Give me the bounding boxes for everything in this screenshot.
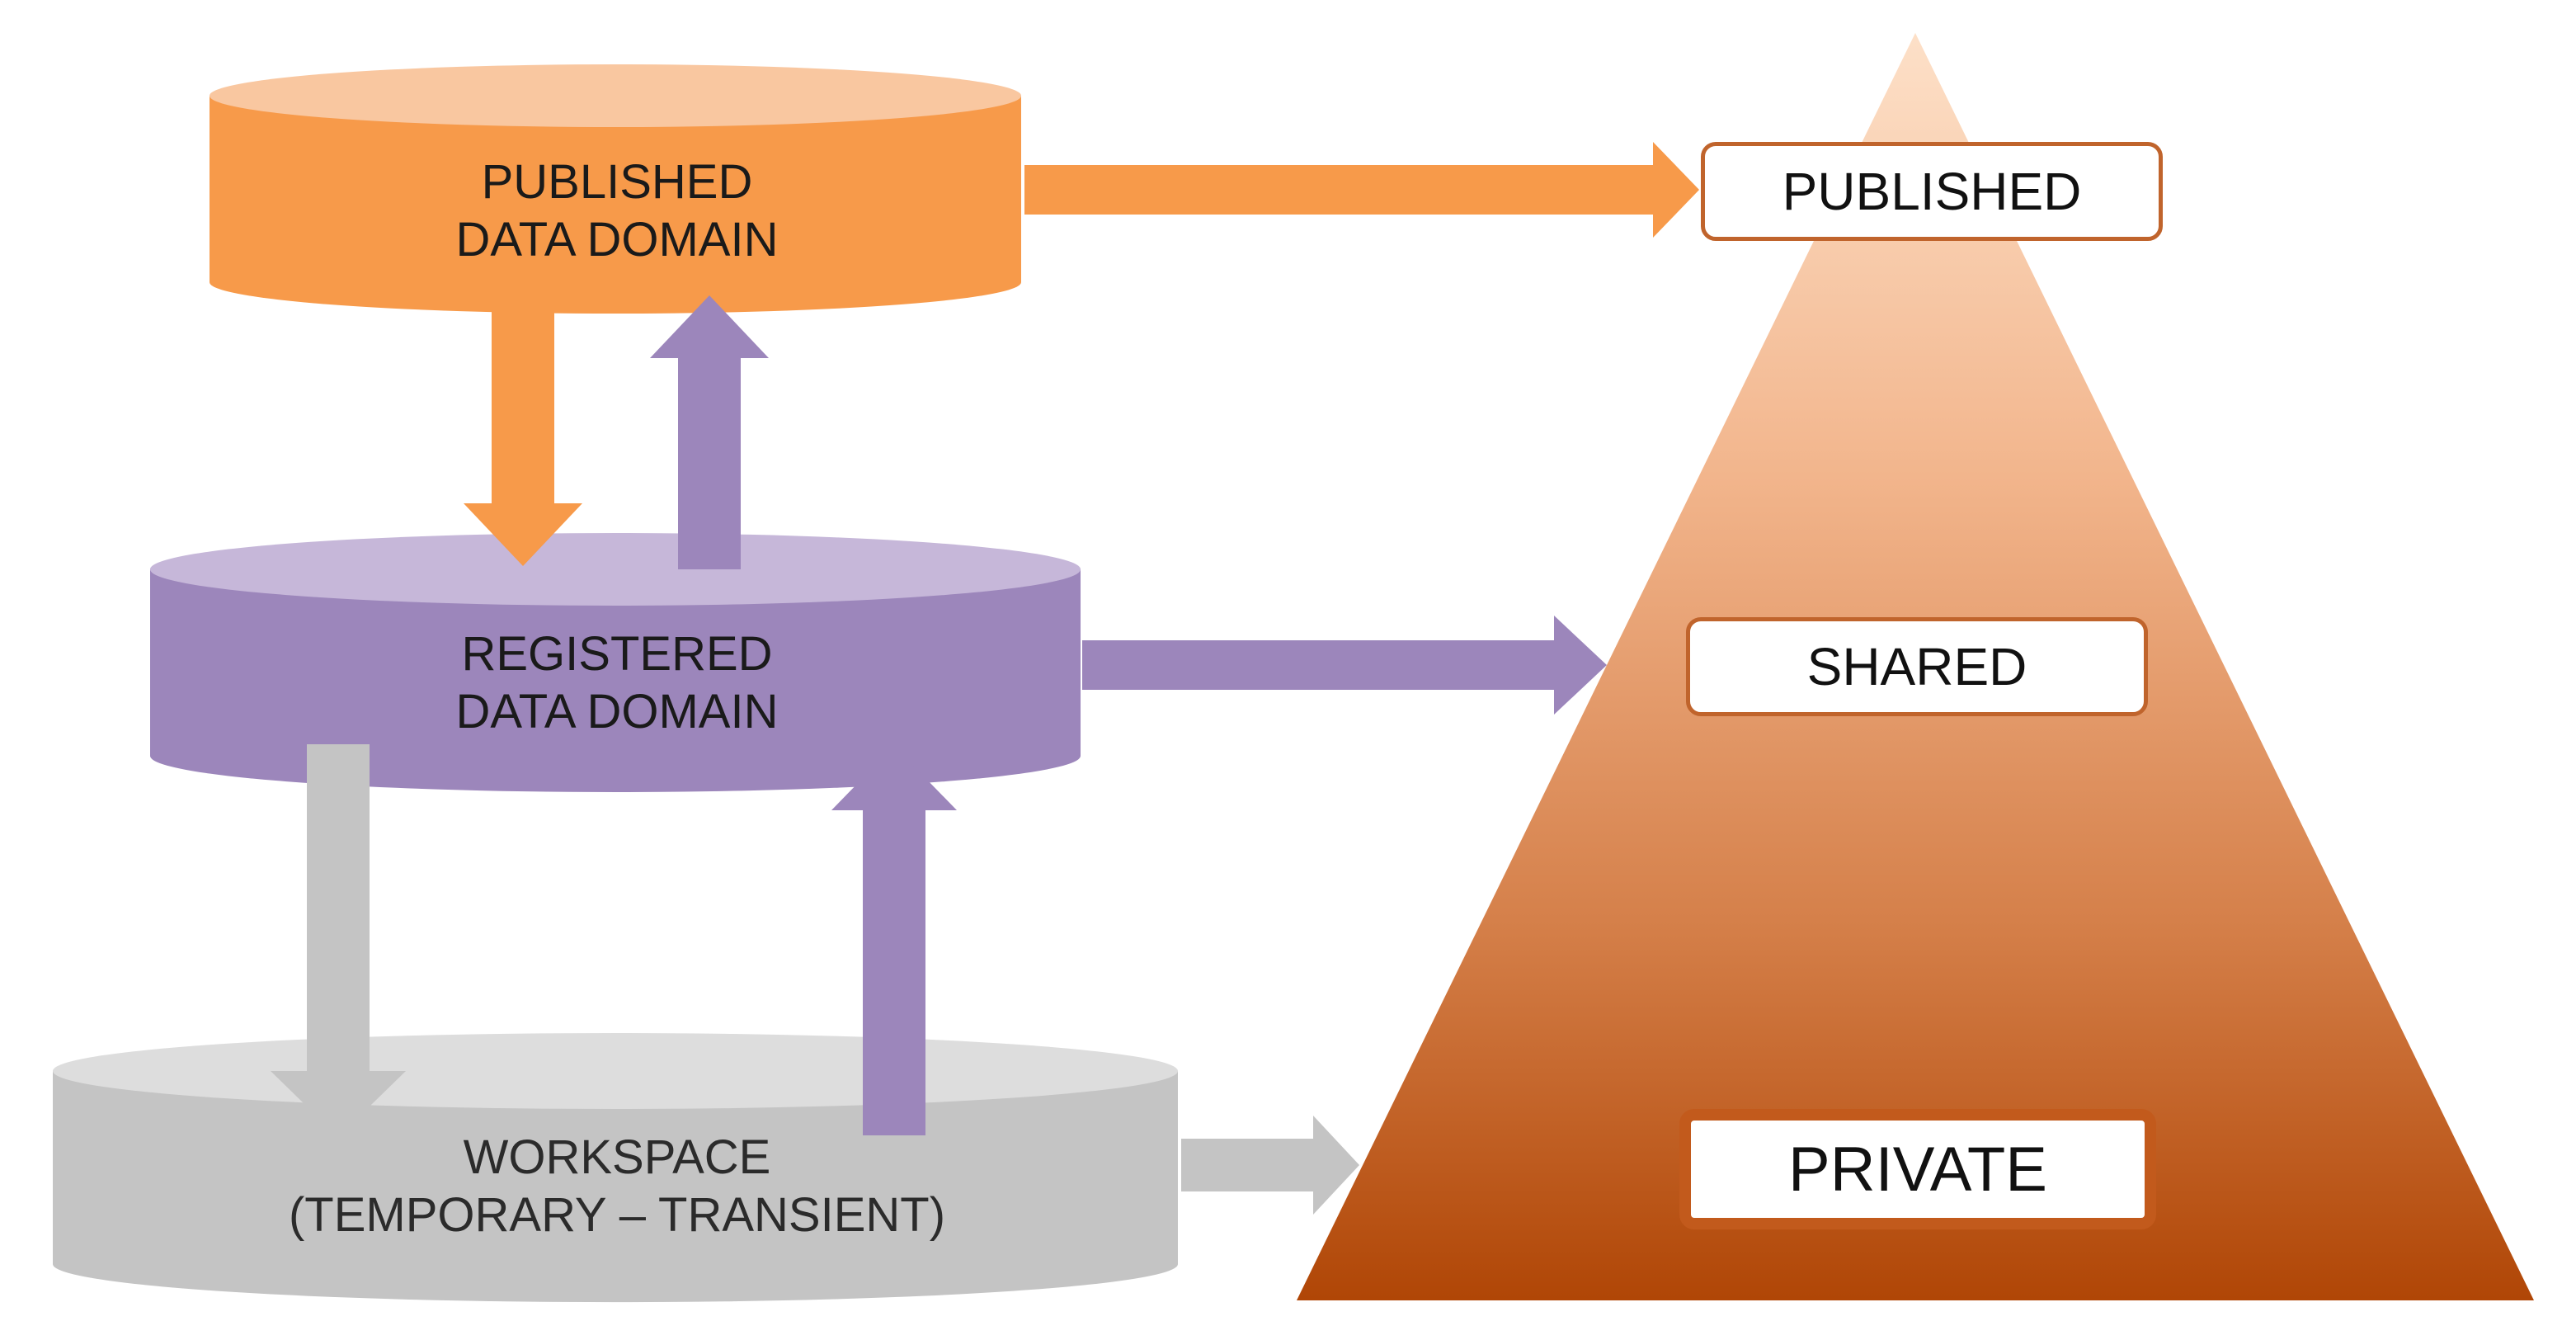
arrow-registered-to-tier [1082, 616, 1607, 715]
registered-domain-label: REGISTERED DATA DOMAIN [246, 625, 988, 740]
workspace-line1: WORKSPACE [463, 1130, 771, 1184]
published-domain-label: PUBLISHED DATA DOMAIN [246, 153, 988, 268]
arrow-published-to-tier [1024, 142, 1699, 238]
tier-shared-box: SHARED [1686, 617, 2148, 716]
arrow-published-to-registered [464, 295, 582, 566]
workspace-label: WORKSPACE (TEMPORARY – TRANSIENT) [246, 1129, 988, 1243]
published-domain-line1: PUBLISHED [481, 155, 753, 209]
arrow-registered-to-published [650, 295, 769, 569]
registered-domain-line1: REGISTERED [461, 627, 773, 681]
arrow-workspace-to-tier [1181, 1116, 1359, 1215]
tier-published-box: PUBLISHED [1701, 142, 2163, 241]
registered-cylinder [150, 533, 1081, 792]
published-cylinder [210, 64, 1021, 314]
tier-private-box: PRIVATE [1679, 1109, 2156, 1229]
arrow-registered-to-workspace [271, 744, 406, 1137]
arrow-workspace-to-registered [831, 746, 957, 1135]
workspace-line2: (TEMPORARY – TRANSIENT) [288, 1187, 946, 1242]
published-domain-line2: DATA DOMAIN [455, 212, 779, 267]
registered-domain-line2: DATA DOMAIN [455, 684, 779, 738]
